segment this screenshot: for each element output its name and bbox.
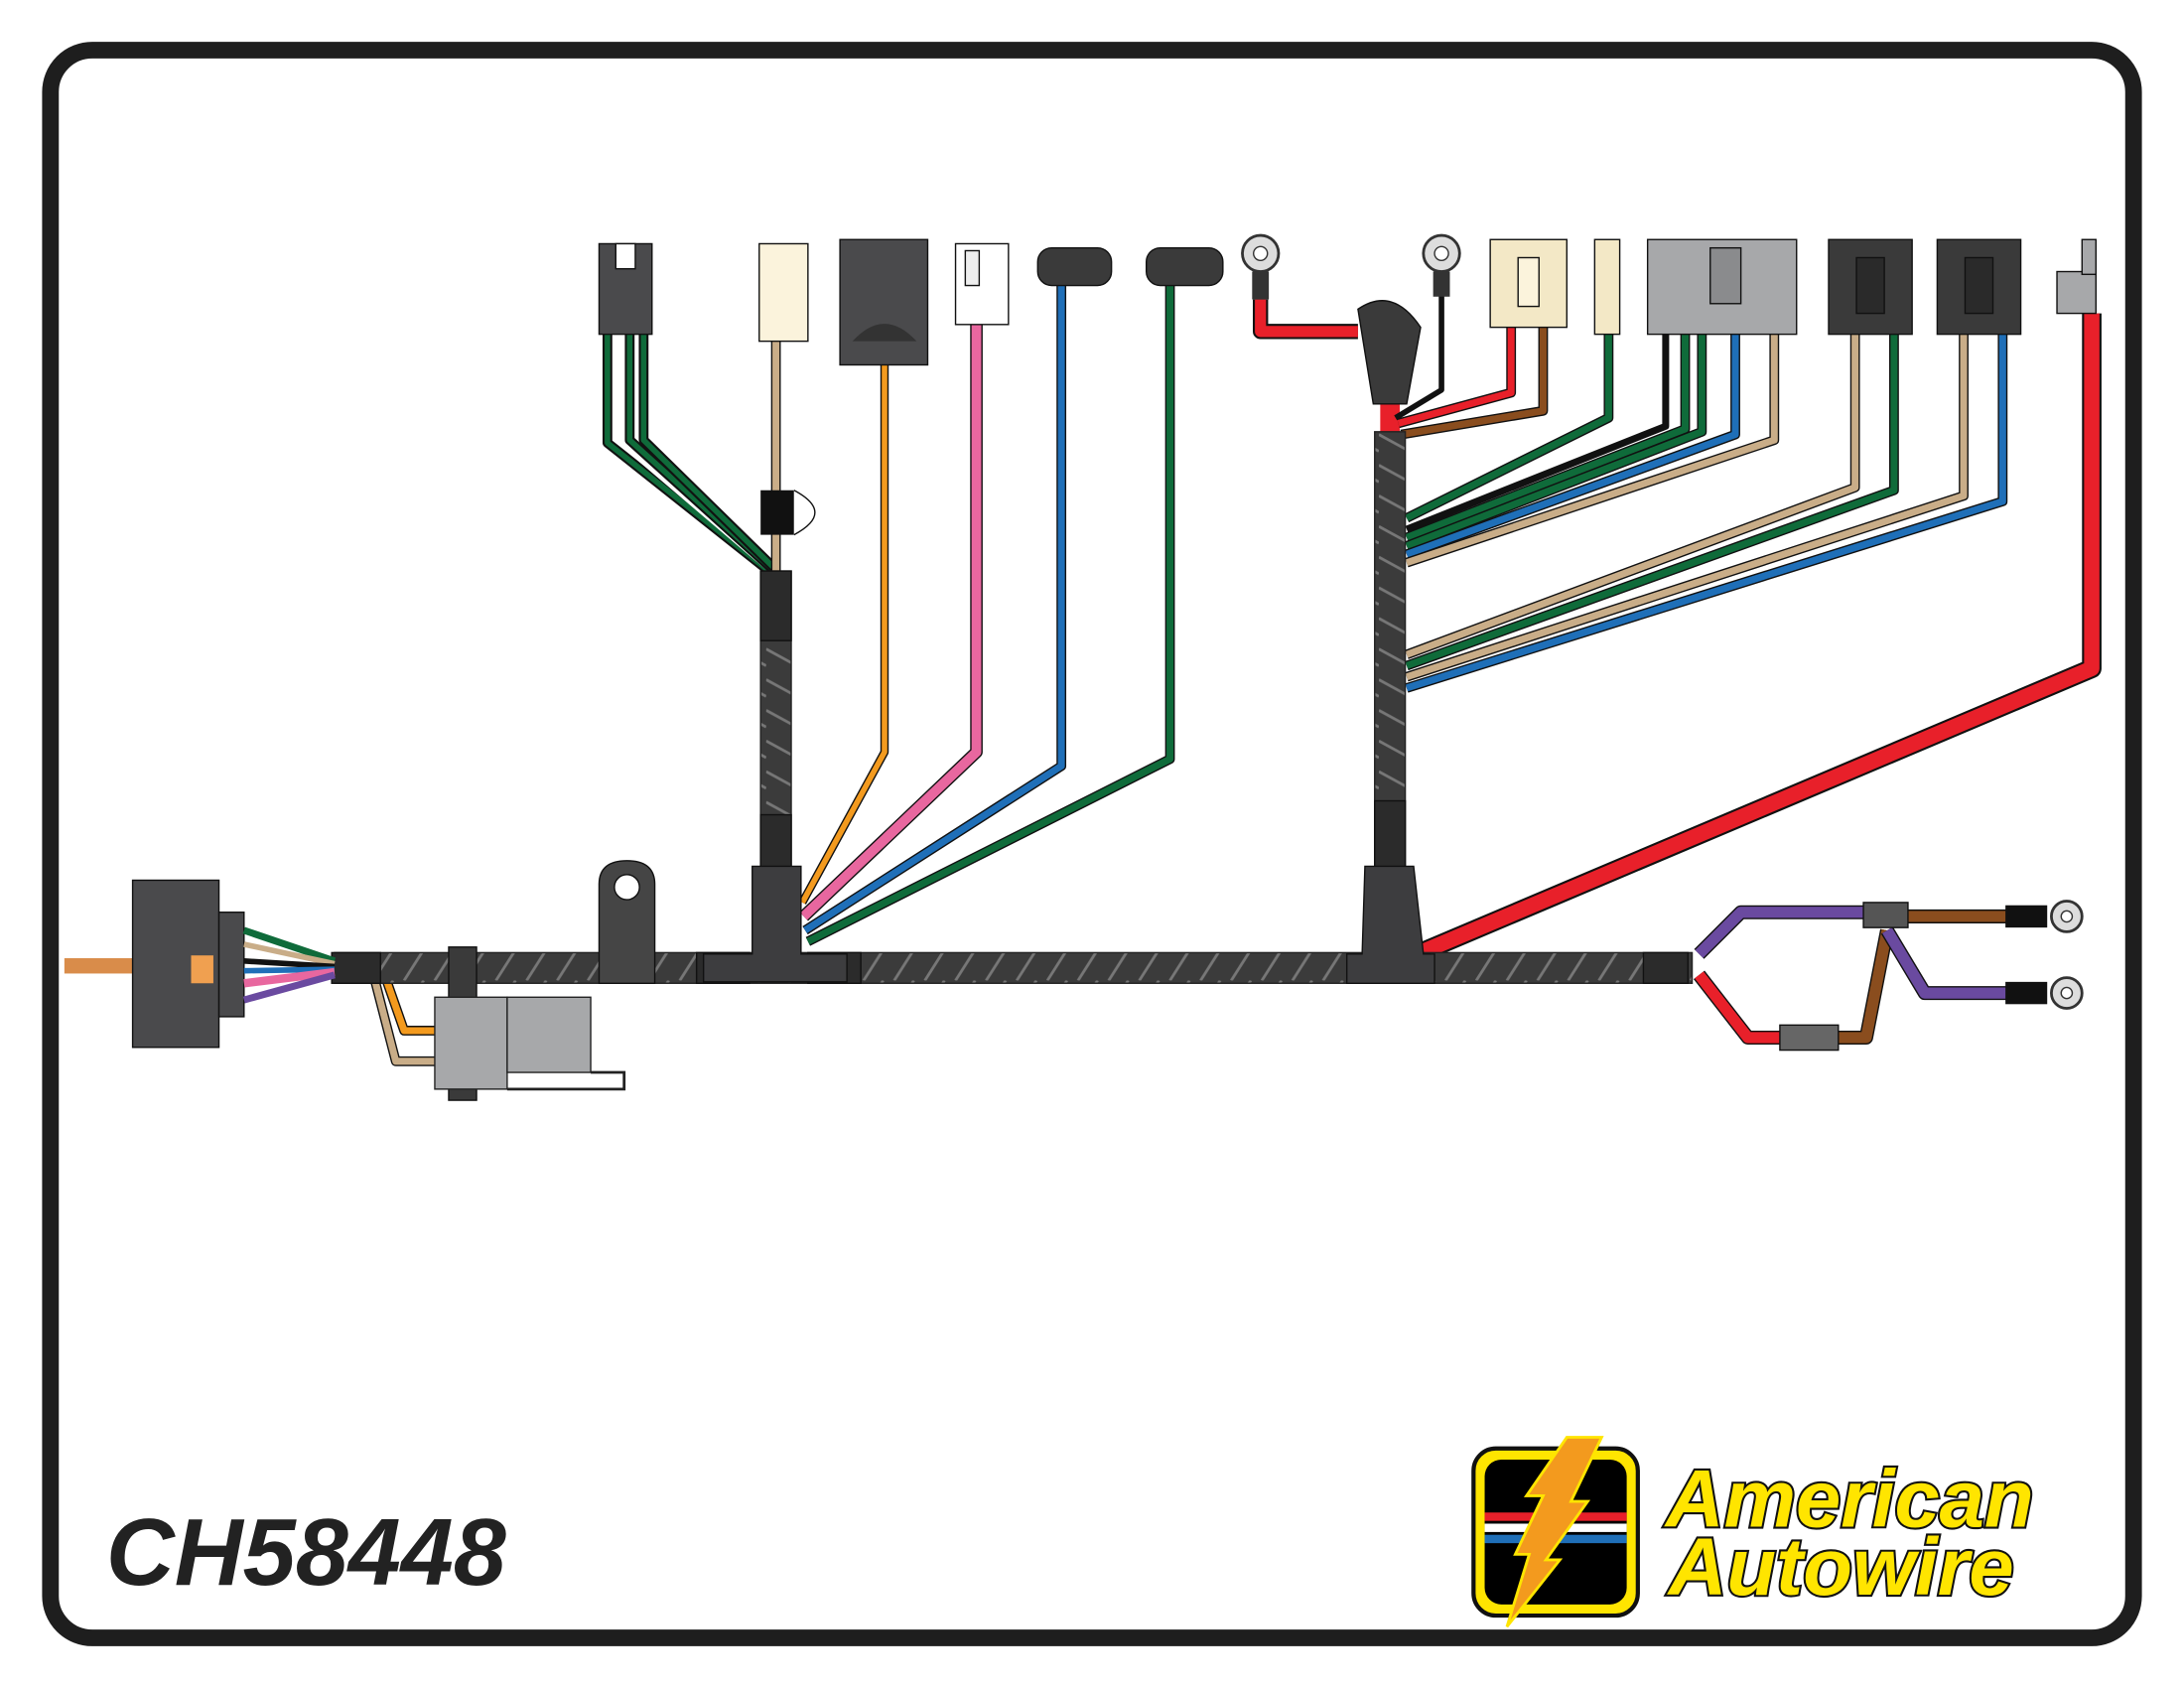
grommet-top — [1357, 300, 1422, 405]
terminal-lower — [2005, 981, 2048, 1005]
corrugated-sleeve — [1642, 951, 1690, 984]
wires-ground — [1694, 900, 2084, 1052]
logo-line1: American — [1664, 1454, 2034, 1544]
corrugated-sleeve — [1374, 799, 1407, 872]
connector-tan-1pin — [758, 242, 809, 343]
american-autowire-logo: American Autowire — [1471, 1436, 2036, 1628]
connector-cream-small — [1593, 238, 1621, 336]
bulkhead-connector — [64, 879, 337, 1049]
lightning-bolt-icon — [1505, 1436, 1604, 1628]
cap-blue — [1036, 246, 1113, 287]
mounting-tab — [598, 860, 656, 984]
diagram-frame — [42, 42, 2142, 1646]
corrugated-sleeve — [759, 570, 792, 641]
main-loom-trunk — [334, 951, 1694, 984]
wires-right-branch — [1253, 292, 2102, 962]
t-junction-right — [1345, 865, 1435, 984]
connector-gray-small — [2056, 270, 2098, 315]
splice-lower — [1779, 1024, 1840, 1052]
corrugated-sleeve — [331, 951, 381, 984]
t-junction-left — [702, 865, 848, 983]
part-number: CH58448 — [106, 1500, 506, 1606]
logo-line2: Autowire — [1667, 1522, 2014, 1613]
terminal-upper — [2005, 905, 2048, 928]
connector-pink — [954, 242, 1010, 326]
wires-left-branch — [602, 285, 1175, 946]
splice-upper — [1862, 902, 1909, 928]
relay-connector — [434, 946, 626, 1101]
top-connectors — [598, 233, 2098, 536]
push-clip — [760, 490, 794, 535]
connector-orange — [839, 238, 929, 366]
corrugated-sleeve — [759, 813, 792, 872]
wires-relay — [368, 973, 444, 1066]
cap-green — [1146, 246, 1224, 287]
